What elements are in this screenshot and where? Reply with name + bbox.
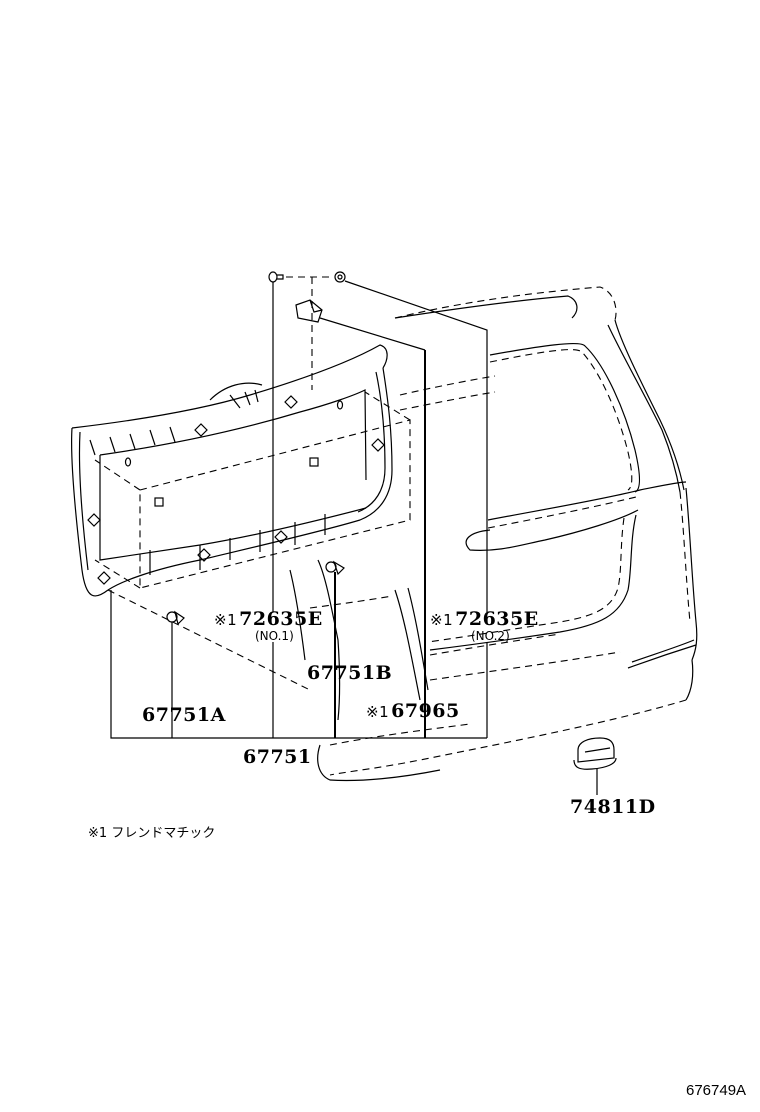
back-door-panel bbox=[289, 286, 698, 782]
part-number: 74811D bbox=[570, 796, 656, 818]
callout-67751B[interactable]: 67751B bbox=[307, 664, 392, 683]
footnote-mark: ※1 bbox=[88, 826, 108, 841]
part-number: 72635E bbox=[455, 608, 539, 630]
handle-pull bbox=[295, 299, 323, 323]
callout-67751A[interactable]: 67751A bbox=[142, 706, 226, 725]
screw-no1 bbox=[268, 271, 284, 283]
trim-clip-a bbox=[166, 610, 185, 626]
screw-no2 bbox=[334, 271, 346, 283]
callout-74811D[interactable]: 74811D bbox=[570, 798, 656, 817]
callout-67751[interactable]: 67751 bbox=[243, 748, 312, 767]
footnote-text: フレンドマチック bbox=[111, 826, 216, 841]
license-lamp bbox=[573, 737, 617, 770]
figure-id: 676749A bbox=[686, 1082, 747, 1099]
footnote: ※1 フレンドマチック bbox=[88, 822, 215, 841]
footnote-mark: ※1 bbox=[366, 703, 390, 721]
callout-72635E-no1-sub: (NO.1) bbox=[255, 629, 294, 643]
part-number: 72635E bbox=[239, 608, 323, 630]
part-number: 67965 bbox=[391, 700, 460, 722]
back-door-trim-board bbox=[71, 344, 411, 597]
callout-72635E-no2-sub: (NO.2) bbox=[471, 629, 510, 643]
part-number: 67751A bbox=[142, 704, 226, 726]
footnote-mark: ※1 bbox=[214, 611, 238, 629]
trim-clip-b bbox=[325, 560, 345, 576]
part-number: 67751 bbox=[243, 746, 312, 768]
footnote-mark: ※1 bbox=[430, 611, 454, 629]
part-number: 67751B bbox=[307, 662, 393, 684]
